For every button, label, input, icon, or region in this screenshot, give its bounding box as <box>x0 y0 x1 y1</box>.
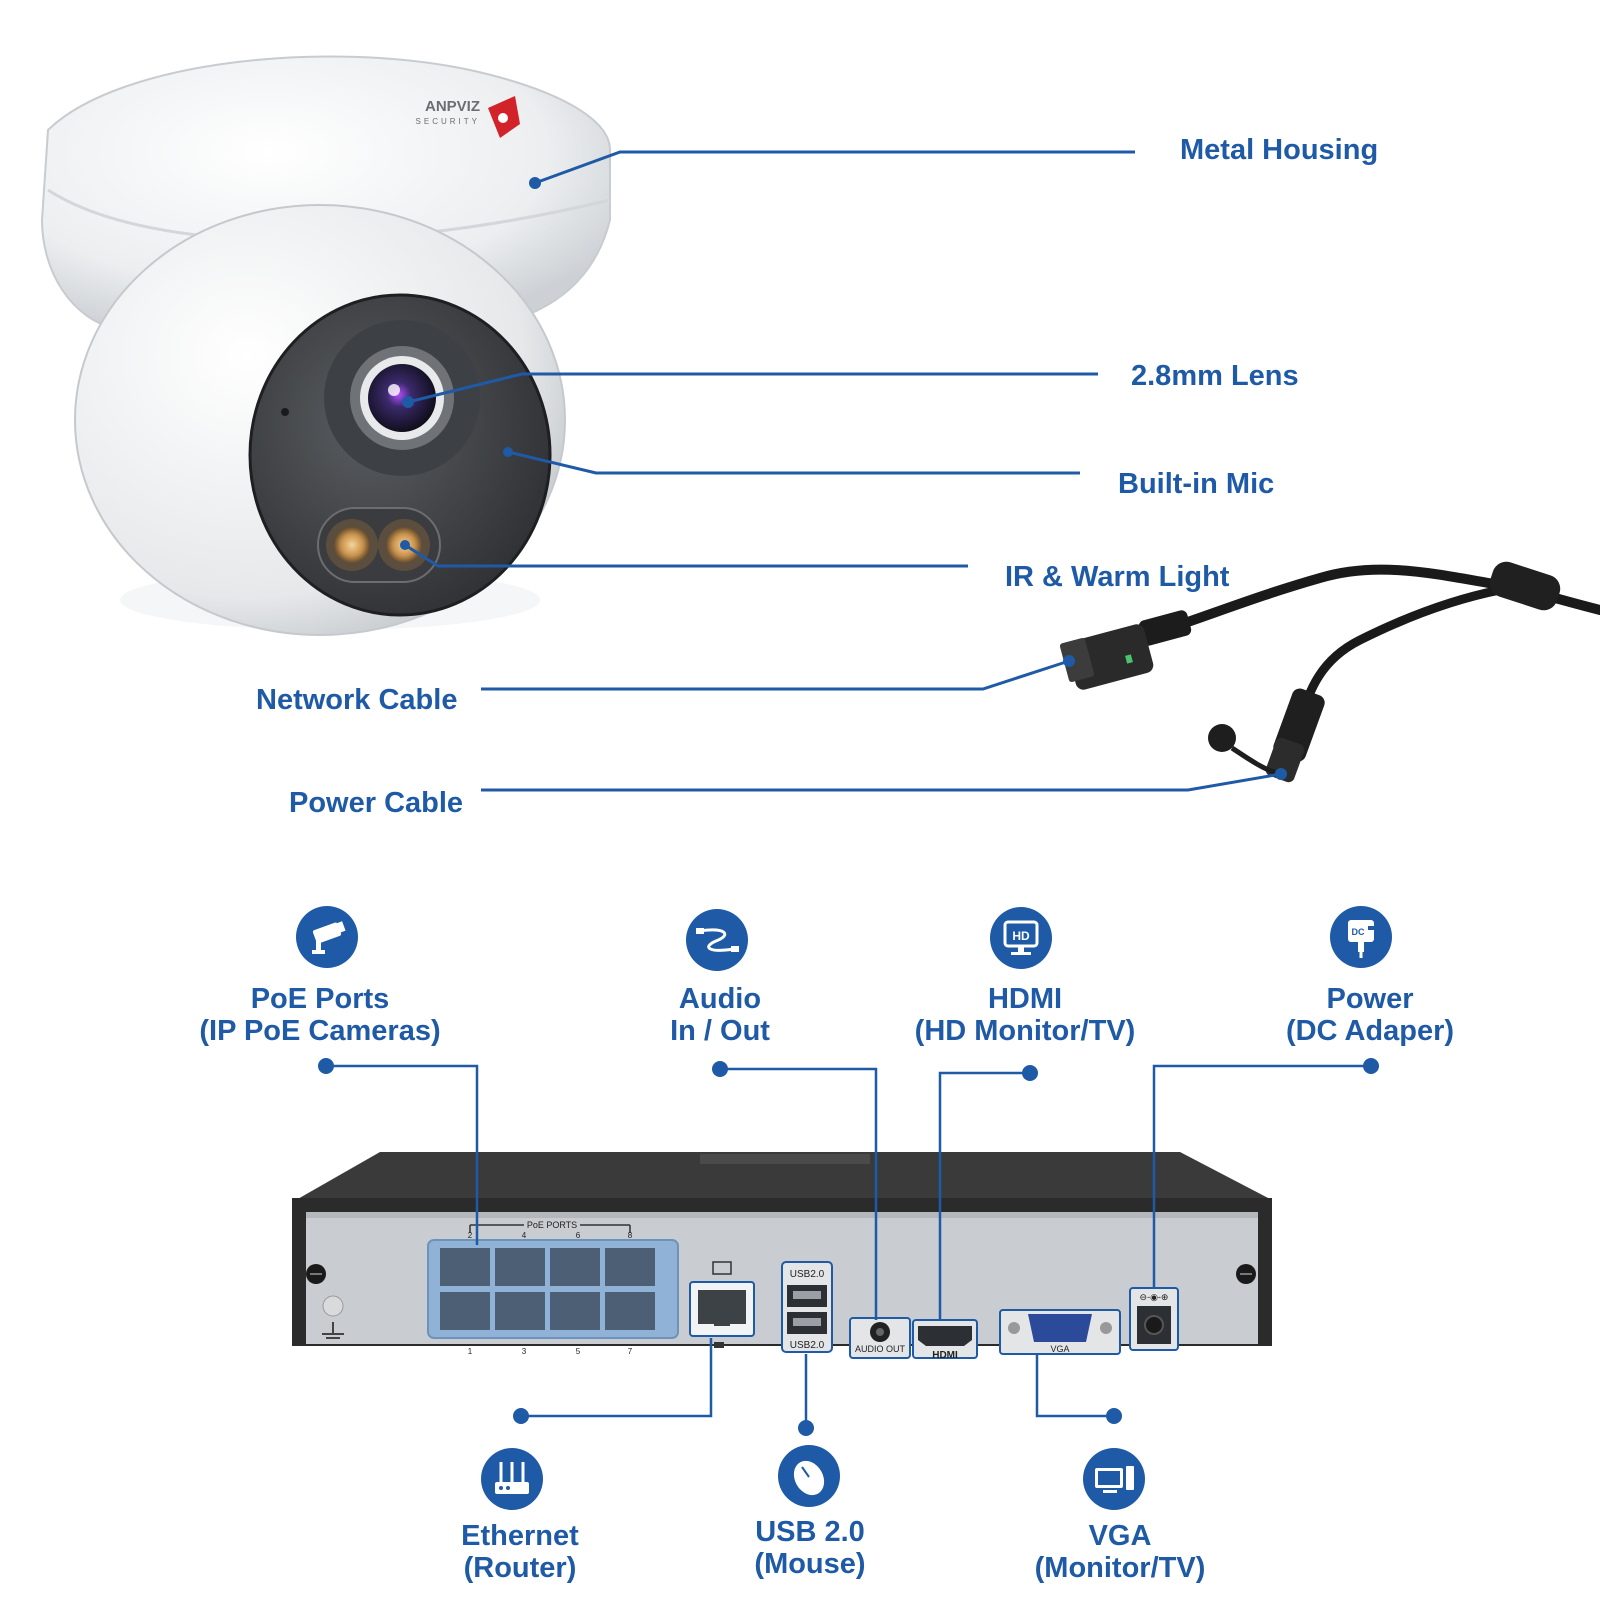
port-number: 3 <box>522 1347 527 1356</box>
caption-power-line2: (DC Adaper) <box>1285 1015 1455 1047</box>
leader-vga <box>1035 1354 1114 1418</box>
leader-hdmi <box>938 1071 1030 1320</box>
caption-ethernet: Ethernet (Router) <box>420 1520 620 1584</box>
rj45-connector <box>1059 610 1192 690</box>
brand-logo-sub: SECURITY <box>416 117 480 126</box>
caption-usb-line1: USB 2.0 <box>755 1516 865 1548</box>
vga-port: VGA <box>999 1309 1121 1355</box>
caption-hdmi-line1: HDMI <box>987 983 1063 1015</box>
camera-cable <box>1059 561 1600 783</box>
computer-monitor-icon <box>1083 1448 1145 1510</box>
leader-metal-housing <box>534 150 1135 185</box>
usb-top-text: USB2.0 <box>790 1269 825 1280</box>
audio-cable-icon <box>686 909 748 971</box>
camera-leader-lines <box>404 150 1282 792</box>
hdmi-port: HDMI <box>912 1319 978 1361</box>
poe-ports-panel-text: PoE PORTS <box>527 1220 577 1230</box>
caption-ethernet-line1: Ethernet <box>461 1520 579 1552</box>
nvr-leader-lines <box>326 1064 1371 1428</box>
caption-vga-line2: (Monitor/TV) <box>1034 1552 1206 1584</box>
poe-ports-block: PoE PORTS 2 4 6 8 1 3 5 7 <box>427 1218 679 1356</box>
port-number: 1 <box>468 1347 473 1356</box>
leader-poe <box>326 1064 479 1245</box>
audio-out-text: AUDIO OUT <box>855 1344 906 1354</box>
caption-audio-line2: In / Out <box>670 1015 770 1047</box>
usb-ports: USB2.0 USB2.0 <box>781 1261 833 1353</box>
caption-vga-line1: VGA <box>1088 1520 1152 1552</box>
hd-monitor-icon: HD <box>990 907 1052 969</box>
caption-vga: VGA (Monitor/TV) <box>1010 1520 1230 1584</box>
audio-out-port: AUDIO OUT <box>849 1317 911 1359</box>
leader-power-cable <box>481 772 1282 792</box>
dc-power-port: ⊖-◉-⊕ <box>1129 1287 1179 1351</box>
label-power-cable: Power Cable <box>289 787 464 819</box>
svg-text:HD: HD <box>1012 929 1030 943</box>
hdmi-panel-text: HDMI <box>932 1350 958 1361</box>
caption-hdmi-line2: (HD Monitor/TV) <box>914 1015 1136 1047</box>
cctv-camera-icon <box>296 906 358 968</box>
vga-panel-text: VGA <box>1050 1344 1069 1354</box>
leader-lens <box>407 372 1098 404</box>
caption-usb: USB 2.0 (Mouse) <box>710 1516 910 1580</box>
caption-hdmi: HDMI (HD Monitor/TV) <box>870 983 1180 1047</box>
leader-ir-light <box>404 543 968 568</box>
port-number: 4 <box>522 1231 527 1240</box>
dome-camera: ANPVIZ SECURITY <box>40 55 611 636</box>
dc-connector <box>1208 688 1325 783</box>
mouse-icon <box>778 1445 840 1507</box>
caption-poe-ports: PoE Ports (IP PoE Cameras) <box>160 983 480 1047</box>
caption-poe-line1: PoE Ports <box>250 983 390 1015</box>
leader-audio <box>720 1067 878 1320</box>
label-network-cable: Network Cable <box>256 684 458 716</box>
label-built-in-mic: Built-in Mic <box>1118 468 1275 500</box>
nvr-leader-dots <box>318 1058 1379 1436</box>
port-number: 5 <box>576 1347 581 1356</box>
dc-symbol-text: ⊖-◉-⊕ <box>1140 1292 1169 1302</box>
label-metal-housing: Metal Housing <box>1180 134 1379 166</box>
label-lens: 2.8mm Lens <box>1131 360 1299 392</box>
svg-text:DC: DC <box>1352 927 1365 937</box>
port-number: 8 <box>628 1231 633 1240</box>
router-icon <box>481 1448 543 1510</box>
label-ir-warm-light: IR & Warm Light <box>1005 561 1230 593</box>
leader-power <box>1152 1064 1371 1288</box>
caption-audio-line1: Audio <box>678 983 762 1015</box>
usb-bottom-text: USB2.0 <box>790 1340 825 1351</box>
caption-power-line1: Power <box>1326 983 1414 1015</box>
caption-power: Power (DC Adaper) <box>1240 983 1500 1047</box>
leader-network-cable <box>481 659 1070 691</box>
port-number: 2 <box>468 1231 473 1240</box>
brand-logo-text: ANPVIZ <box>425 98 480 115</box>
caption-poe-line2: (IP PoE Cameras) <box>199 1015 441 1047</box>
caption-audio: Audio In / Out <box>600 983 840 1047</box>
caption-ethernet-line2: (Router) <box>463 1552 577 1584</box>
port-number: 7 <box>628 1347 633 1356</box>
nvr-recorder: PoE PORTS 2 4 6 8 1 3 5 7 <box>292 1152 1272 1361</box>
camera-leader-dots <box>400 177 1287 780</box>
leader-mic <box>507 450 1080 475</box>
dc-adapter-icon: DC <box>1330 906 1392 968</box>
leader-ethernet <box>521 1338 713 1418</box>
ethernet-port <box>689 1261 755 1348</box>
caption-usb-line2: (Mouse) <box>754 1548 866 1580</box>
port-number: 6 <box>576 1231 581 1240</box>
brand-logo: ANPVIZ SECURITY <box>416 96 520 138</box>
